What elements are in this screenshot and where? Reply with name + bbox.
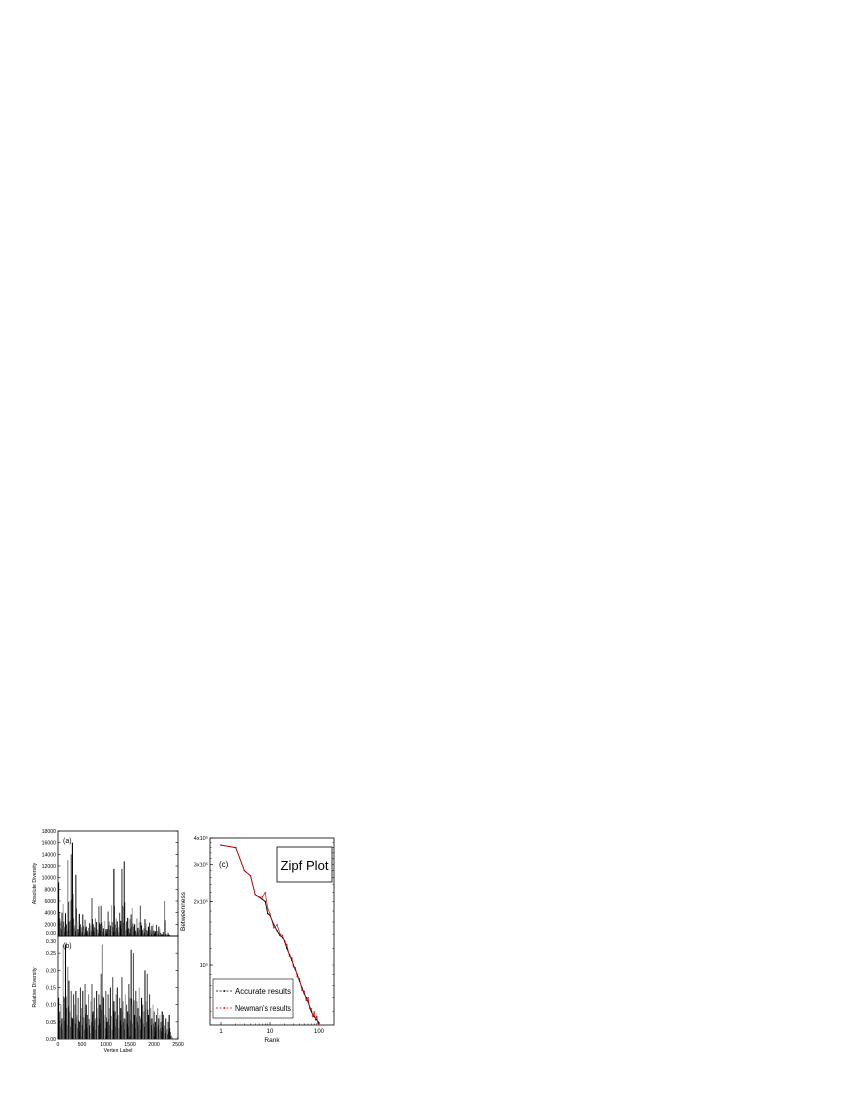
data-point	[314, 1019, 317, 1021]
data-point	[292, 966, 295, 968]
y-tick-label: 14000	[42, 852, 57, 858]
x-tick-label: 0	[57, 1042, 60, 1048]
data-point	[264, 892, 266, 894]
x-tick-label: 1000	[100, 1042, 112, 1048]
x-tick-label: 100	[314, 1029, 325, 1035]
y-tick-label: 3x10⁵	[194, 861, 208, 868]
chart-title: Zipf Plot	[281, 858, 329, 873]
y-tick-label: 0.20	[46, 968, 56, 974]
x-axis-label: Vertex Label	[104, 1048, 133, 1054]
y-tick-label: 0.10	[46, 1003, 56, 1009]
data-point	[235, 846, 237, 849]
data-point	[243, 869, 246, 872]
x-tick-label: 1	[219, 1029, 223, 1035]
data-point	[313, 1011, 315, 1013]
y-tick-label: 4x10⁵	[194, 835, 208, 842]
panel-b-relative-diversity: 0.00 0.05 0.10 0.15 0.20 0.25 0.30 0 500 1000 1500…	[32, 935, 184, 1054]
data-point	[269, 913, 271, 915]
data-point	[273, 924, 275, 926]
data-point	[279, 934, 281, 937]
plot-frame	[209, 837, 335, 1026]
data-point	[303, 990, 305, 993]
data-point	[298, 978, 301, 980]
data-point	[261, 896, 264, 898]
legend-label: Accurate results	[235, 987, 291, 996]
y-axis-label: Betweenness	[180, 891, 187, 931]
data-point	[309, 1008, 311, 1010]
panel-label: (a)	[63, 838, 72, 845]
data-point	[291, 957, 293, 959]
data-point	[301, 989, 303, 991]
data-point	[267, 907, 269, 910]
data-point	[273, 927, 275, 929]
y-tick-label: 18000	[42, 829, 57, 835]
data-point	[267, 913, 269, 915]
data-point	[264, 900, 266, 903]
data-point	[279, 933, 281, 935]
y-tick-label: 0.05	[46, 1020, 56, 1026]
y-tick-label: 12000	[42, 864, 57, 870]
panel-label: (c)	[219, 860, 229, 869]
data-point	[286, 947, 288, 949]
data-point	[316, 1015, 318, 1018]
x-tick-label: 10	[267, 1029, 274, 1035]
y-tick-label: 0.00	[46, 931, 56, 937]
y-tick-label: 0.30	[46, 939, 56, 945]
legend-label: Newman's results	[235, 1004, 291, 1013]
y-tick-label: 0.00	[46, 1037, 56, 1043]
x-axis-label: Rank	[264, 1037, 280, 1044]
data-point	[317, 1022, 319, 1024]
y-tick-label: 16000	[42, 841, 57, 847]
y-tick-label: 2x10⁵	[194, 898, 208, 905]
data-point	[261, 898, 264, 900]
y-tick-label: 10000	[42, 876, 57, 882]
data-point	[276, 924, 278, 926]
data-point	[258, 896, 260, 898]
x-tick-label: 2000	[148, 1042, 160, 1048]
series-line-newman	[220, 844, 320, 1026]
x-tick-label: 500	[78, 1042, 87, 1048]
data-point	[286, 943, 288, 946]
data-point	[318, 1022, 320, 1024]
data-point	[310, 1008, 313, 1010]
data-point	[254, 894, 256, 896]
y-tick-label: 8000	[44, 887, 56, 893]
y-tick-label: 0.25	[46, 951, 56, 957]
x-tick-label: 1500	[124, 1042, 136, 1048]
legend-marker	[223, 1007, 226, 1009]
y-axis-label: Relative Diversity	[32, 967, 38, 1007]
data-point	[312, 1015, 314, 1018]
data-point	[220, 844, 222, 846]
y-tick-label: 6000	[44, 899, 56, 905]
data-point	[305, 999, 307, 1002]
y-tick-label: 10⁵	[200, 962, 208, 969]
y-tick-label: 0.15	[46, 986, 56, 992]
panel-label: (b)	[63, 943, 72, 950]
y-tick-label: 2000	[44, 922, 56, 928]
data-point	[281, 934, 284, 937]
data-point	[249, 874, 252, 877]
panel-c-zipf-plot: 1 10 100 10⁵ 2x10⁵ 3x10⁵ 4x10⁵ Rank Betweenness (…	[180, 835, 335, 1044]
y-axis-label: Absolute Diversity	[32, 862, 38, 904]
legend-box	[212, 978, 294, 1019]
data-point	[294, 967, 297, 969]
y-tick-label: 4000	[44, 911, 56, 917]
data-point	[318, 1024, 320, 1026]
data-point	[276, 930, 278, 932]
x-tick-label: 2500	[172, 1042, 184, 1048]
data-point	[284, 941, 286, 944]
legend-marker	[223, 990, 226, 992]
title-box	[276, 846, 333, 883]
panel-a-absolute-diversity: 0.00 2000 4000 6000 8000 10000 12000 14000 16000…	[32, 829, 179, 937]
data-point	[307, 996, 309, 999]
data-point	[296, 976, 298, 978]
data-point	[288, 955, 291, 957]
